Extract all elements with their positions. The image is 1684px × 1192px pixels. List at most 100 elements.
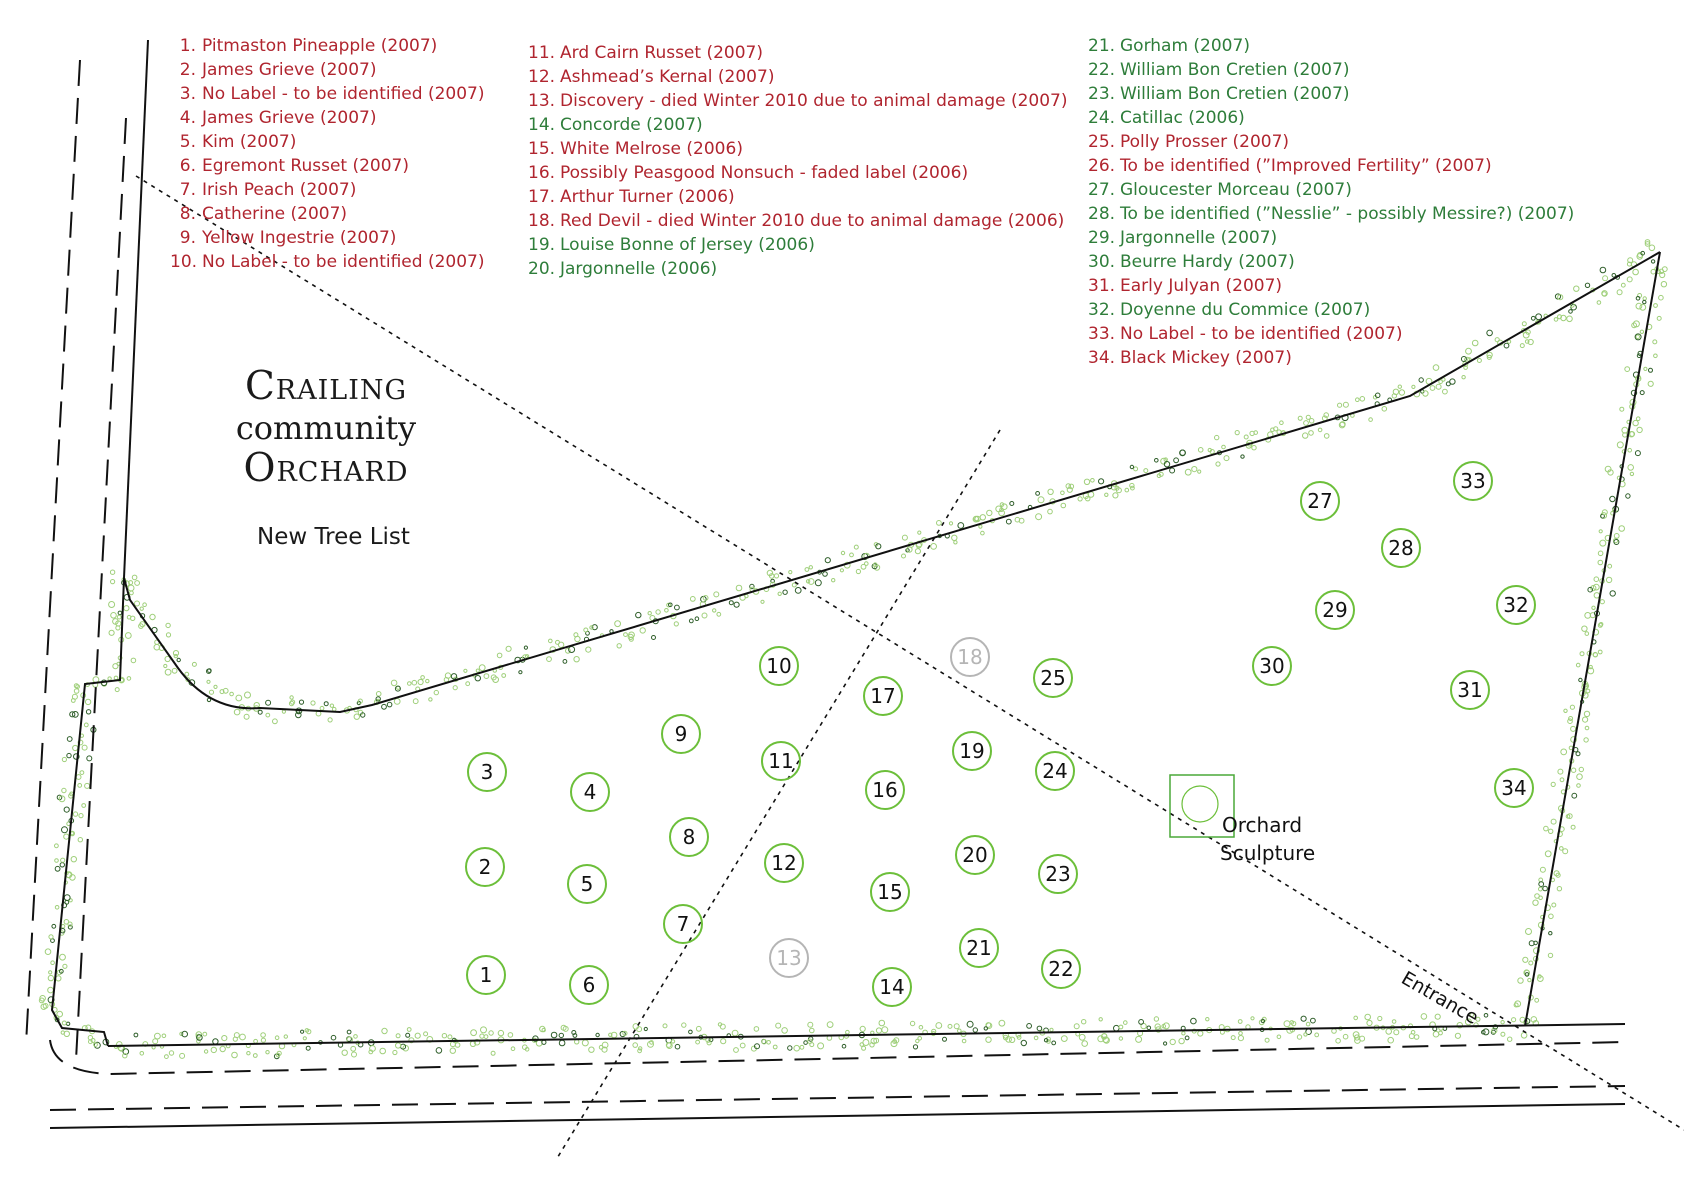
tree-marker-3: 3 — [467, 752, 507, 792]
tree-list-number: 1. — [179, 36, 196, 56]
hedge-dot — [47, 996, 55, 1004]
tree-number: 9 — [675, 722, 688, 746]
hedge-dot — [845, 1029, 850, 1035]
hedge-dot — [90, 1038, 96, 1043]
hedge-dot — [55, 975, 62, 982]
hedge-dot — [1584, 282, 1591, 288]
tree-list-number: 12. — [528, 67, 556, 87]
tree-marker-2: 2 — [465, 847, 505, 887]
tree-number: 12 — [771, 851, 796, 875]
hedge-dot — [1528, 960, 1534, 966]
tree-marker-20: 20 — [955, 835, 995, 875]
tree-list-name: Possibly Peasgood Nonsuch - faded label … — [560, 163, 969, 183]
tree-list-number: 25. — [1088, 132, 1116, 152]
tree-marker-14: 14 — [872, 967, 912, 1007]
hedge-dot — [386, 701, 393, 708]
hedge-dot — [1527, 338, 1534, 346]
hedge-dot — [417, 678, 424, 686]
hedge-dot — [1391, 1019, 1397, 1024]
hedge-dot — [1037, 496, 1045, 504]
hedge-dot — [689, 596, 696, 602]
hedge-dot — [213, 684, 218, 690]
hedge-dot — [1622, 432, 1628, 438]
hedge-dot — [81, 803, 87, 808]
hedge-dot — [1613, 539, 1620, 545]
road-far-edge — [49, 1103, 1626, 1129]
tree-ring — [1315, 590, 1355, 630]
hedge-dot — [523, 645, 529, 650]
hedge-dot — [490, 674, 497, 681]
tree-list-number: 10. — [170, 252, 198, 272]
tree-list-name: Polly Prosser (2007) — [1120, 132, 1290, 152]
hedge-dot — [1596, 300, 1602, 305]
hedge-dot — [195, 1031, 203, 1038]
hedge-dot — [1449, 378, 1456, 385]
hedge-dot — [986, 509, 993, 517]
tree-list-name: James Grieve (2007) — [202, 60, 377, 80]
hedge-dot — [63, 894, 71, 901]
hedge-dot — [219, 1045, 226, 1053]
hedge-dot — [1605, 576, 1613, 584]
hedge-dot — [252, 1053, 258, 1058]
tree-marker-32: 32 — [1496, 585, 1536, 625]
hedge-dot — [219, 689, 225, 695]
hedge-dot — [1081, 1019, 1087, 1025]
hedge-dot — [1237, 1019, 1243, 1024]
hedge-dot — [1632, 268, 1639, 276]
hedge-dot — [1432, 1030, 1440, 1038]
tree-marker-23: 23 — [1038, 854, 1078, 894]
tree-list-name: Doyenne du Commice (2007) — [1120, 300, 1371, 320]
hedge-dot — [395, 1042, 402, 1049]
hedge-dot — [203, 1049, 209, 1054]
hedge-dot — [1587, 586, 1593, 593]
hedge-dot — [47, 986, 54, 994]
tree-marker-34: 34 — [1494, 768, 1534, 808]
hedge-dot — [807, 1038, 813, 1044]
hedge-dot — [210, 1046, 218, 1054]
hedge-dot — [716, 611, 722, 617]
hedge-dot — [872, 562, 878, 568]
hedge-dot — [1598, 622, 1604, 627]
hedge-dot — [772, 1044, 778, 1050]
hedge-dot — [859, 1042, 865, 1047]
hedge-dot — [1305, 414, 1311, 420]
hedge-dot — [1118, 1024, 1124, 1030]
hedge-dot — [1513, 1002, 1519, 1008]
hedge-dot — [233, 708, 241, 716]
tree-list-name: Pitmaston Pineapple (2007) — [202, 36, 438, 56]
hedge-dot — [114, 687, 120, 693]
hedge-dot — [869, 1042, 875, 1048]
tree-number: 19 — [959, 739, 984, 763]
hedge-dot — [86, 755, 93, 762]
hedge-dot — [1550, 781, 1556, 788]
hedge-dot — [1438, 1030, 1443, 1036]
hedge-dot — [565, 647, 571, 654]
hedge-dot — [1411, 384, 1416, 389]
hedge-dot — [449, 1041, 456, 1048]
tree-list-name: Red Devil - died Winter 2010 due to anim… — [560, 211, 1065, 231]
hedge-dot — [541, 1027, 546, 1033]
hedge-dot — [1020, 1039, 1027, 1047]
hedge-dot — [957, 1028, 962, 1034]
tree-list-name: Egremont Russet (2007) — [202, 156, 410, 176]
hedge-dot — [1460, 356, 1467, 362]
tree-list-number: 4. — [179, 108, 196, 128]
hedge-dot — [1525, 928, 1532, 935]
hedge-dot — [1626, 276, 1633, 283]
hedge-dot — [346, 1029, 352, 1035]
hedge-dot — [670, 1039, 676, 1044]
tree-list-item: 32.Doyenne du Commice (2007) — [1088, 298, 1574, 322]
tree-list-column-3: 21.Gorham (2007)22.William Bon Cretien (… — [1088, 34, 1574, 370]
hedge-dot — [695, 1025, 702, 1032]
hedge-dot — [79, 770, 85, 775]
hedge-dot — [855, 568, 862, 575]
hedge-dot — [115, 620, 122, 627]
tree-list-name: Gorham (2007) — [1120, 36, 1250, 56]
hedge-dot — [1607, 469, 1614, 476]
hedge-dot — [1653, 353, 1658, 359]
hedge-dot — [375, 691, 382, 697]
hedge-dot — [139, 1051, 145, 1056]
hedge-dot — [623, 632, 628, 637]
hedge-dot — [1133, 466, 1139, 472]
hedge-dot — [1653, 303, 1658, 308]
